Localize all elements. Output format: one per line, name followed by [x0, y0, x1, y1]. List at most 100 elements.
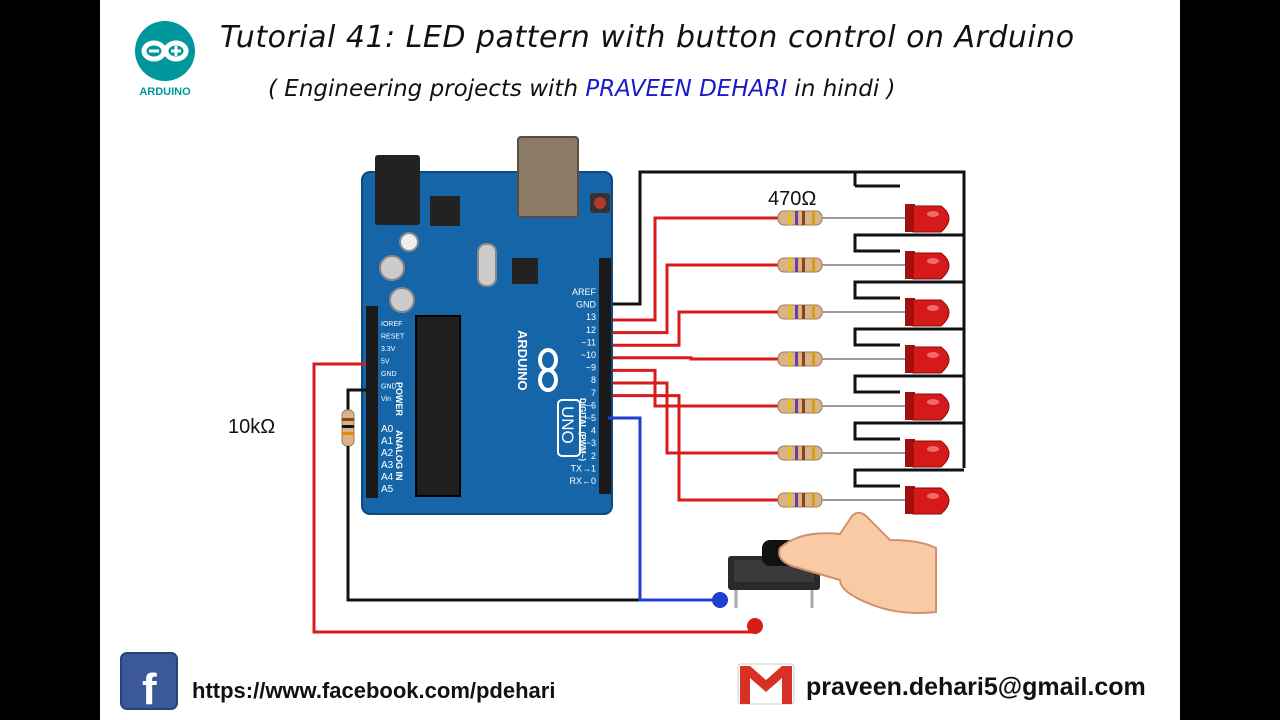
facebook-icon[interactable]: f — [120, 652, 180, 710]
capacitor — [379, 255, 405, 281]
left-pin-label: RESET — [381, 334, 405, 341]
left-pin-label: A3 — [381, 460, 394, 471]
slide: ARDUINO Tutorial 41: LED pattern with bu… — [100, 0, 1180, 720]
left-pin-label: GND — [381, 384, 397, 391]
left-pin-label: A2 — [381, 448, 394, 459]
led — [905, 204, 950, 233]
led — [905, 439, 950, 468]
capacitor — [389, 287, 415, 313]
digital-label: DIGITAL (PWM~) — [578, 398, 587, 461]
gmail-icon[interactable] — [736, 660, 796, 706]
right-pin-label: ~11 — [581, 337, 596, 347]
right-pin-label: AREF — [572, 287, 597, 297]
arduino-logo: ARDUINO — [130, 18, 200, 108]
led-row — [608, 327, 964, 374]
subtitle-close: in hindi ) — [787, 76, 896, 102]
led-row — [608, 233, 964, 335]
right-pin-label: ~6 — [586, 400, 596, 410]
led-rows — [608, 204, 964, 515]
author-name: PRAVEEN DEHARI — [585, 76, 788, 102]
left-header — [366, 306, 378, 498]
right-pin-labels: AREF GND 13 12 ~11 ~10 ~9 8 7 ~6 ~5 4 ~3 2TX→1RX←0 — [569, 287, 596, 486]
subtitle-open: ( Engineering projects with — [268, 76, 586, 102]
board-infinity-logo — [538, 348, 558, 392]
led — [905, 486, 950, 515]
finger-icon — [778, 511, 937, 614]
right-pin-label: ~3 — [586, 438, 596, 448]
svg-text:f: f — [142, 665, 157, 710]
left-letterbox — [0, 0, 100, 720]
left-pin-label: Vin — [381, 396, 391, 403]
led-ground-bus — [608, 170, 966, 468]
right-pin-label: RX←0 — [569, 476, 596, 486]
led-row — [608, 368, 964, 421]
led — [905, 251, 950, 280]
page-subtitle: ( Engineering projects with PRAVEEN DEHA… — [268, 76, 896, 102]
right-pin-label: ~5 — [586, 413, 596, 423]
voltage-regulator — [430, 196, 460, 226]
left-pin-label: A4 — [381, 472, 394, 483]
power-label: POWER — [394, 382, 404, 417]
pulldown-resistor — [341, 409, 355, 447]
right-pin-label: 13 — [586, 312, 596, 322]
resistor-470 — [777, 210, 823, 226]
left-pin-label: A0 — [381, 424, 394, 435]
left-pin-label: A1 — [381, 436, 394, 447]
analog-label: ANALOG IN — [394, 430, 404, 481]
right-pin-label: 4 — [591, 426, 596, 436]
button-resistor-label: 10kΩ — [228, 416, 276, 438]
resistor-470 — [777, 257, 823, 273]
left-pin-label: A5 — [381, 484, 394, 495]
email-link[interactable]: praveen.dehari5@gmail.com — [806, 673, 1146, 701]
led-resistor-label: 470Ω — [768, 188, 817, 210]
resistor-470 — [777, 304, 823, 320]
left-pin-label: IOREF — [381, 321, 402, 328]
right-pin-label: ~10 — [581, 350, 596, 360]
microcontroller-chip — [415, 315, 461, 497]
page-title: Tutorial 41: LED pattern with button con… — [220, 20, 1075, 55]
signal-wire — [608, 216, 778, 322]
usb-port — [517, 136, 579, 218]
left-pin-label: GND — [381, 371, 397, 378]
resistor-470 — [777, 492, 823, 508]
crystal — [477, 243, 497, 287]
arduino-logo-text: ARDUINO — [139, 86, 191, 98]
led-row — [608, 204, 950, 322]
board-brand: ARDUINO — [515, 330, 530, 391]
right-pin-label: TX→1 — [570, 463, 596, 473]
signal-wire — [608, 394, 778, 502]
led — [905, 392, 950, 421]
facebook-link[interactable]: https://www.facebook.com/pdehari — [192, 678, 556, 703]
right-pin-label: 2 — [591, 451, 596, 461]
right-pin-label: 7 — [591, 388, 596, 398]
signal-wire — [608, 381, 778, 455]
resistor-470 — [777, 398, 823, 414]
power-jack — [375, 155, 420, 225]
right-pin-label: 8 — [591, 375, 596, 385]
button-terminal-blue — [712, 592, 728, 608]
circuit-diagram: ARDUINO UNO POWER ANALOG IN DIGITAL (PWM… — [312, 136, 966, 634]
right-pin-label: GND — [576, 300, 597, 310]
right-letterbox — [1180, 0, 1280, 720]
left-pin-label: 5V — [381, 359, 390, 366]
board-model: UNO — [558, 406, 577, 444]
right-pin-label: ~9 — [586, 363, 596, 373]
arduino-board: ARDUINO UNO POWER ANALOG IN DIGITAL (PWM… — [361, 136, 613, 515]
signal-wire — [608, 356, 778, 361]
resistor-470 — [777, 351, 823, 367]
right-header — [599, 258, 611, 494]
led-row — [608, 394, 964, 515]
led-row — [608, 280, 964, 347]
usb-chip — [512, 258, 538, 284]
signal-wire — [608, 263, 778, 335]
right-pin-label: 12 — [586, 325, 596, 335]
led — [905, 298, 950, 327]
led — [905, 345, 950, 374]
capacitor — [399, 232, 419, 252]
button-terminal-red — [747, 618, 763, 634]
left-pin-label: 3.3V — [381, 346, 396, 353]
signal-wire — [608, 310, 778, 347]
signal-wire — [608, 368, 778, 408]
resistor-470 — [777, 445, 823, 461]
